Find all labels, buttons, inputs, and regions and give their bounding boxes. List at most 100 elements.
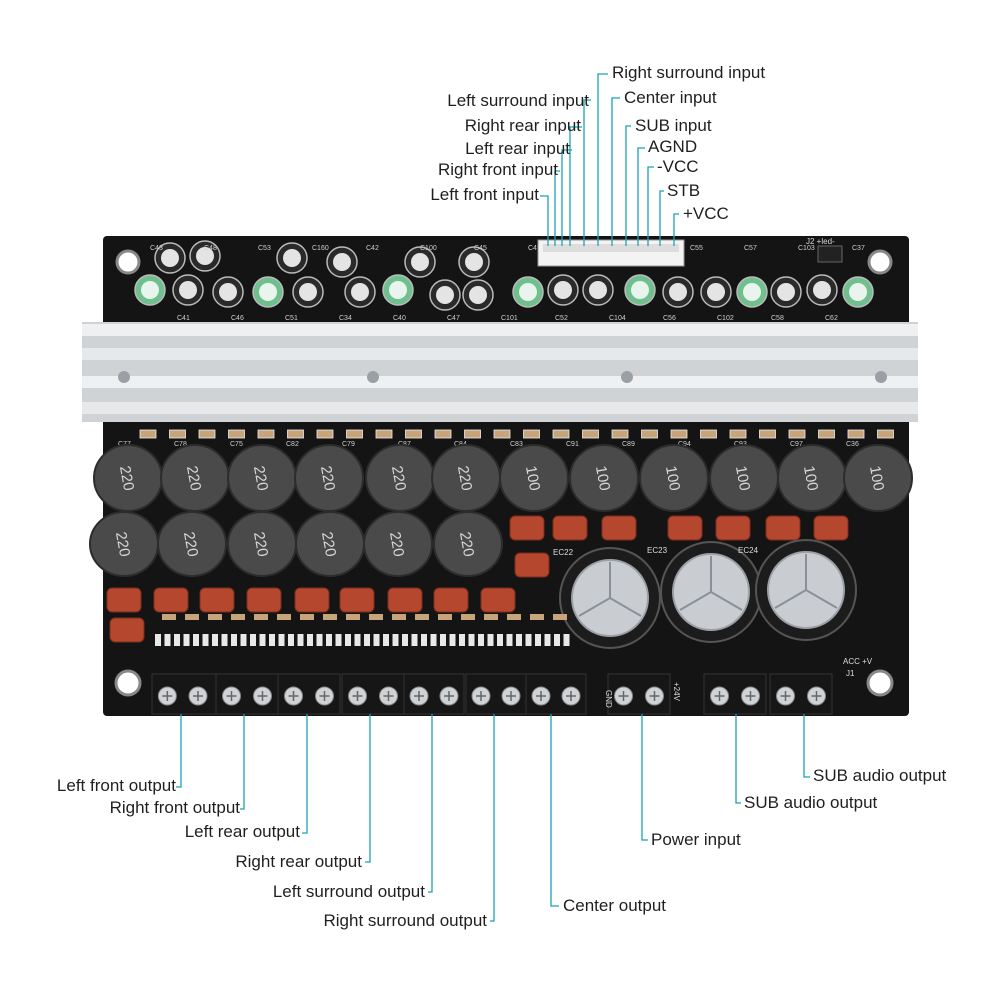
led-header <box>817 245 843 263</box>
smd-resistor <box>364 634 370 646</box>
film-capacitor <box>514 552 550 578</box>
smd-component <box>162 614 176 620</box>
inductor-body <box>843 444 913 512</box>
inductor-value: 100 <box>800 464 821 492</box>
smd-component <box>346 614 360 620</box>
resistor-row <box>155 614 570 646</box>
inductor-body <box>157 511 227 577</box>
smd-resistor <box>250 634 256 646</box>
top-capacitor-cap <box>299 283 317 301</box>
terminal-block <box>403 673 465 715</box>
inductor-body <box>569 444 639 512</box>
smd-component <box>369 614 383 620</box>
smd-capacitor <box>257 429 275 439</box>
smd-resistor <box>392 634 399 646</box>
terminal-screw-slot <box>618 691 629 701</box>
inductor: 220 <box>227 444 297 512</box>
film-capacitor <box>813 515 849 541</box>
film-capacitor <box>552 515 588 541</box>
terminal-block <box>607 673 671 715</box>
label-sub-input: SUB input <box>635 116 712 135</box>
label-neg-vcc: -VCC <box>657 157 699 176</box>
top-capacitor-cap <box>259 283 277 301</box>
heatsink <box>82 322 918 422</box>
terminal-screw-slot <box>476 691 486 701</box>
gnd-marking: GND <box>604 690 613 708</box>
j1-marking: J1 <box>846 669 855 678</box>
inductor-value: 100 <box>592 464 613 492</box>
bulk-capacitor-vent <box>774 554 838 609</box>
film-capacitor <box>480 587 516 613</box>
top-capacitor-cap <box>196 247 214 265</box>
smd-resistor <box>411 634 418 646</box>
smd-component <box>254 614 268 620</box>
leader-pos-vcc <box>673 213 679 246</box>
inductor-value: 220 <box>112 530 133 558</box>
top-capacitor-label: C57 <box>744 245 757 252</box>
inductor: 100 <box>777 444 847 512</box>
smd-resistor <box>193 634 199 646</box>
terminal-block <box>525 673 587 715</box>
film-capacitor <box>715 515 751 541</box>
top-capacitor-cap <box>519 283 537 301</box>
smd-resistor <box>288 634 294 646</box>
smd-resistor <box>497 634 503 646</box>
smd-resistor <box>421 634 427 646</box>
label-right-surround-output: Right surround output <box>323 911 488 930</box>
smd-capacitor <box>493 429 511 439</box>
terminal-screw-slot <box>226 691 237 701</box>
smd-resistor <box>430 634 437 646</box>
top-capacitor-label: C62 <box>825 315 838 322</box>
label-stb: STB <box>667 181 701 200</box>
top-capacitor-cap <box>283 249 301 267</box>
label-agnd: AGND <box>648 137 698 156</box>
smd-capacitor-label: C78 <box>174 441 187 448</box>
smd-resistor <box>449 634 456 646</box>
smd-component <box>300 614 314 620</box>
smd-resistor <box>459 634 465 646</box>
label-center-input: Center input <box>624 88 717 107</box>
smd-resistor <box>269 634 275 646</box>
top-capacitor-cap <box>743 283 761 301</box>
smd-resistor <box>240 634 247 646</box>
smd-resistor <box>202 634 209 646</box>
top-capacitor-label: C101 <box>501 315 518 322</box>
leader-left-rear-output <box>302 714 308 834</box>
smd-component <box>277 614 291 620</box>
smd-component <box>553 614 567 620</box>
smd-resistor <box>440 634 446 646</box>
leader-stb <box>659 190 664 246</box>
terminal-screw-slot <box>649 691 660 701</box>
inductor-value: 100 <box>662 464 683 492</box>
smd-capacitor-label: C94 <box>678 441 691 448</box>
terminal-screw-slot <box>745 691 756 701</box>
smd-capacitor <box>700 429 717 439</box>
smd-resistor <box>383 634 389 646</box>
ec24-marking: EC24 <box>738 546 759 555</box>
inductor: 220 <box>93 444 163 512</box>
film-capacitor <box>246 587 282 613</box>
top-capacitor-label: C52 <box>555 315 568 322</box>
top-capacitor-cap <box>465 253 483 271</box>
smd-resistor <box>554 634 560 646</box>
bulk-capacitors <box>559 539 857 649</box>
smd-resistor <box>174 634 180 646</box>
bulk-capacitor-vent <box>578 562 642 617</box>
leader-left-front-input <box>540 195 549 246</box>
v24-marking: +24V <box>672 682 681 702</box>
top-capacitor-cap <box>589 281 607 299</box>
top-capacitor-cap <box>707 283 725 301</box>
terminal-screw-slot <box>714 691 725 701</box>
top-capacitor-cap <box>554 281 572 299</box>
leader-sub-audio-output-1 <box>735 714 741 804</box>
inductor: 220 <box>227 511 297 577</box>
smd-resistor <box>326 634 332 646</box>
film-capacitor <box>387 587 423 613</box>
terminal-block <box>769 673 833 715</box>
film-capacitor <box>339 587 375 613</box>
label-left-front-output: Left front output <box>56 776 176 795</box>
smd-capacitor-row: C77C78C75C82C79C87C84C83C91C89C94C93C97C… <box>118 429 894 448</box>
leader-right-surround-input <box>597 73 608 246</box>
smd-resistor <box>487 634 494 646</box>
smd-component <box>185 614 199 620</box>
